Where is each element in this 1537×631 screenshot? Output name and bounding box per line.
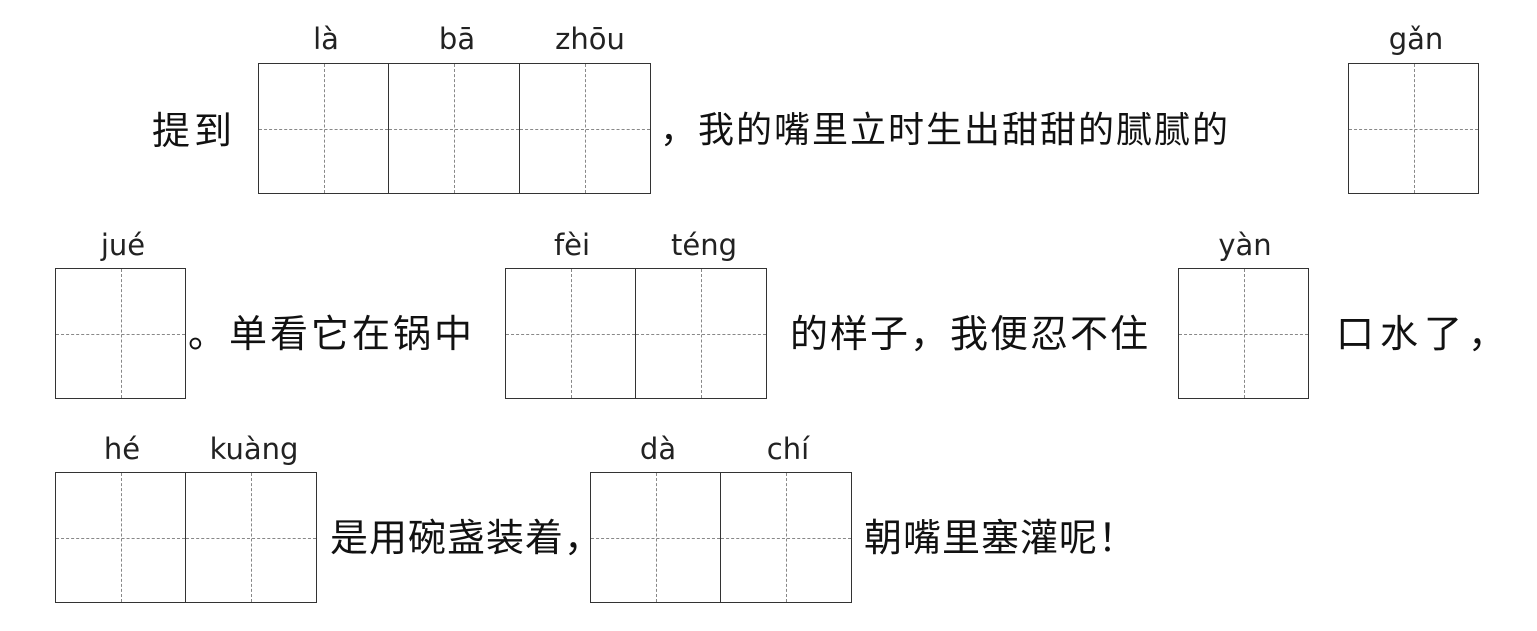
answer-box-dachi[interactable] <box>590 472 852 603</box>
pinyin-jue: jué <box>100 228 146 262</box>
sentence-text-2c: 口水了， <box>1336 312 1513 356</box>
answer-box-labazhou[interactable] <box>258 63 651 194</box>
answer-box-feiteng[interactable] <box>505 268 767 399</box>
sentence-text-3b: 朝嘴里塞灌呢！ <box>864 516 1138 560</box>
writing-cell[interactable] <box>1178 268 1309 399</box>
pinyin-kuang: kuàng <box>209 432 299 466</box>
pinyin-chi: chí <box>766 432 810 466</box>
pinyin-teng: téng <box>670 228 738 262</box>
writing-cell[interactable] <box>590 472 721 603</box>
pinyin-zhou: zhōu <box>555 22 625 56</box>
pinyin-ba: bā <box>438 22 476 56</box>
writing-cell[interactable] <box>186 472 317 603</box>
writing-cell[interactable] <box>55 268 186 399</box>
writing-cell[interactable] <box>636 268 767 399</box>
writing-cell[interactable] <box>389 63 520 194</box>
sentence-text-2a: 。单看它在锅中 <box>188 312 476 356</box>
pinyin-he: hé <box>103 432 141 466</box>
writing-cell[interactable] <box>1348 63 1479 194</box>
answer-box-yan[interactable] <box>1178 268 1309 399</box>
pinyin-gan: gǎn <box>1388 22 1444 56</box>
writing-cell[interactable] <box>520 63 651 194</box>
writing-cell[interactable] <box>721 472 852 603</box>
pinyin-yan: yàn <box>1218 228 1272 262</box>
writing-cell[interactable] <box>258 63 389 194</box>
sentence-text-3a: 是用碗盏装着， <box>330 516 604 560</box>
pinyin-fei: fèi <box>553 228 591 262</box>
answer-box-hekuang[interactable] <box>55 472 317 603</box>
answer-box-gan[interactable] <box>1348 63 1479 194</box>
sentence-text-2b: 的样子，我便忍不住 <box>790 312 1151 356</box>
writing-cell[interactable] <box>55 472 186 603</box>
sentence-text-1b: ，我的嘴里立时生出甜甜的腻腻的 <box>660 110 1231 151</box>
writing-cell[interactable] <box>505 268 636 399</box>
pinyin-da: dà <box>639 432 677 466</box>
pinyin-la: là <box>313 22 339 56</box>
answer-box-jue[interactable] <box>55 268 186 399</box>
sentence-text-1a: 提到 <box>152 109 237 153</box>
